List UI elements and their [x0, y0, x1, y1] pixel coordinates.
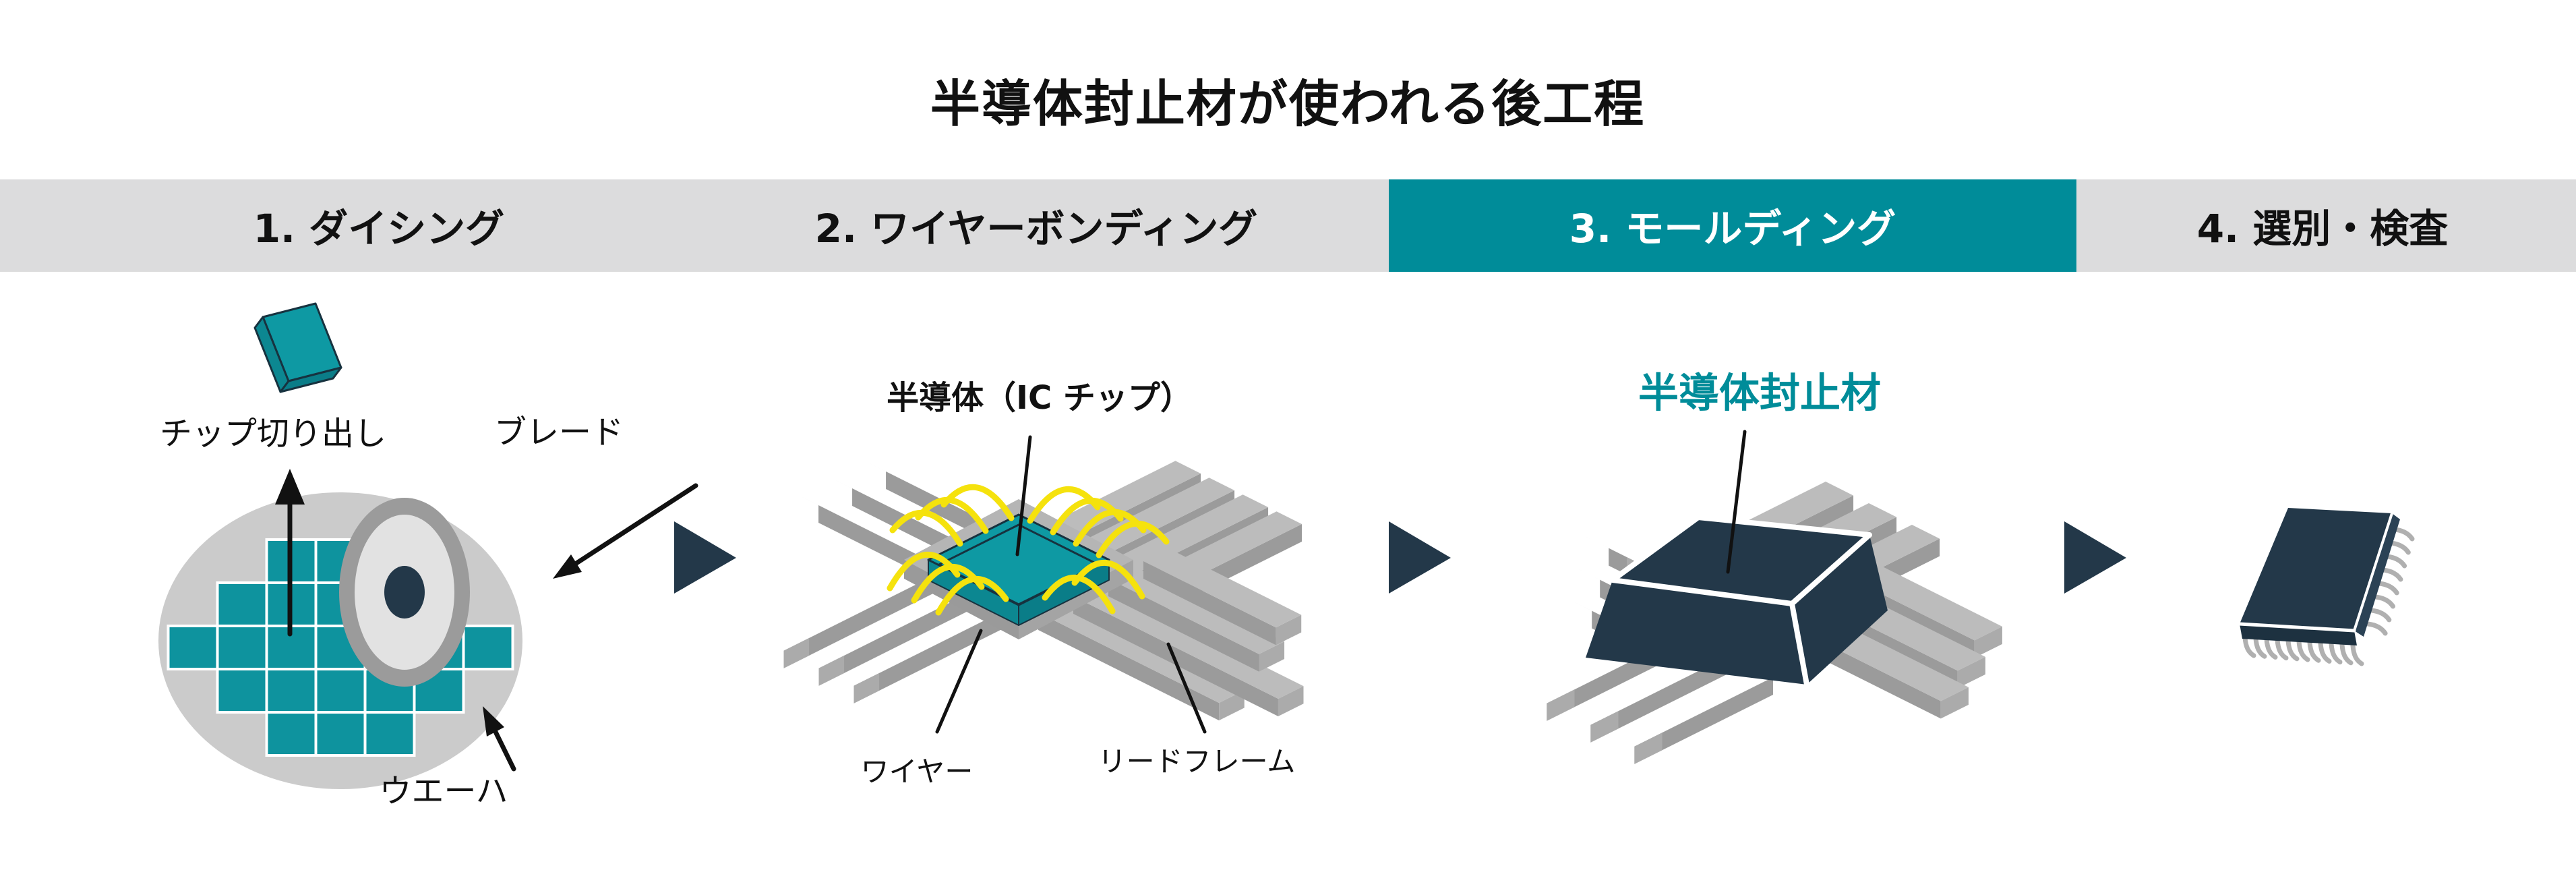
leadframe-icon: [783, 459, 1304, 721]
bond-wires-icon: [887, 484, 1170, 616]
dicing-wafer-icon: [158, 492, 522, 789]
flow-arrow-3: [2064, 521, 2126, 594]
label-chip-cutout: チップ切り出し: [159, 415, 387, 453]
step-tab-molding: 3. モールディング: [1569, 206, 1896, 252]
label-ic-chip: 半導体（IC チップ）: [887, 379, 1193, 417]
step-tab-inspection: 4. 選別・検査: [2196, 206, 2449, 252]
label-lead-frame: リードフレーム: [1098, 745, 1296, 778]
process-step-bar: 1. ダイシング 2. ワイヤーボンディング 3. モールディング 4. 選別・…: [0, 179, 2576, 272]
molding-leader-line: [1726, 430, 1747, 574]
label-wire: ワイヤー: [860, 755, 974, 788]
molded-package-icon: [1547, 482, 2002, 764]
step-tab-wire-bonding: 2. ワイヤーボンディング: [814, 206, 1258, 252]
label-blade: ブレード: [493, 413, 624, 451]
flow-arrow-2: [1389, 521, 1451, 594]
page-title: 半導体封止材が使われる後工程: [930, 75, 1646, 134]
active-step-highlight: [1389, 179, 2076, 272]
label-wafer: ウエーハ: [379, 772, 508, 810]
label-encapsulant: 半導体封止材: [1638, 370, 1881, 418]
inspection-chip-icon: [2238, 508, 2415, 666]
dicing-up-arrow: [275, 469, 305, 637]
step-tab-dicing: 1. ダイシング: [253, 206, 505, 252]
dicing-chip-icon: [253, 302, 342, 393]
blade-pointer-arrow: [553, 483, 698, 579]
flow-arrow-1: [674, 521, 736, 594]
wafer-pointer-arrow: [483, 706, 516, 772]
wirebond-leader-lines: [935, 435, 1207, 734]
dicing-blade-icon: [339, 498, 470, 687]
